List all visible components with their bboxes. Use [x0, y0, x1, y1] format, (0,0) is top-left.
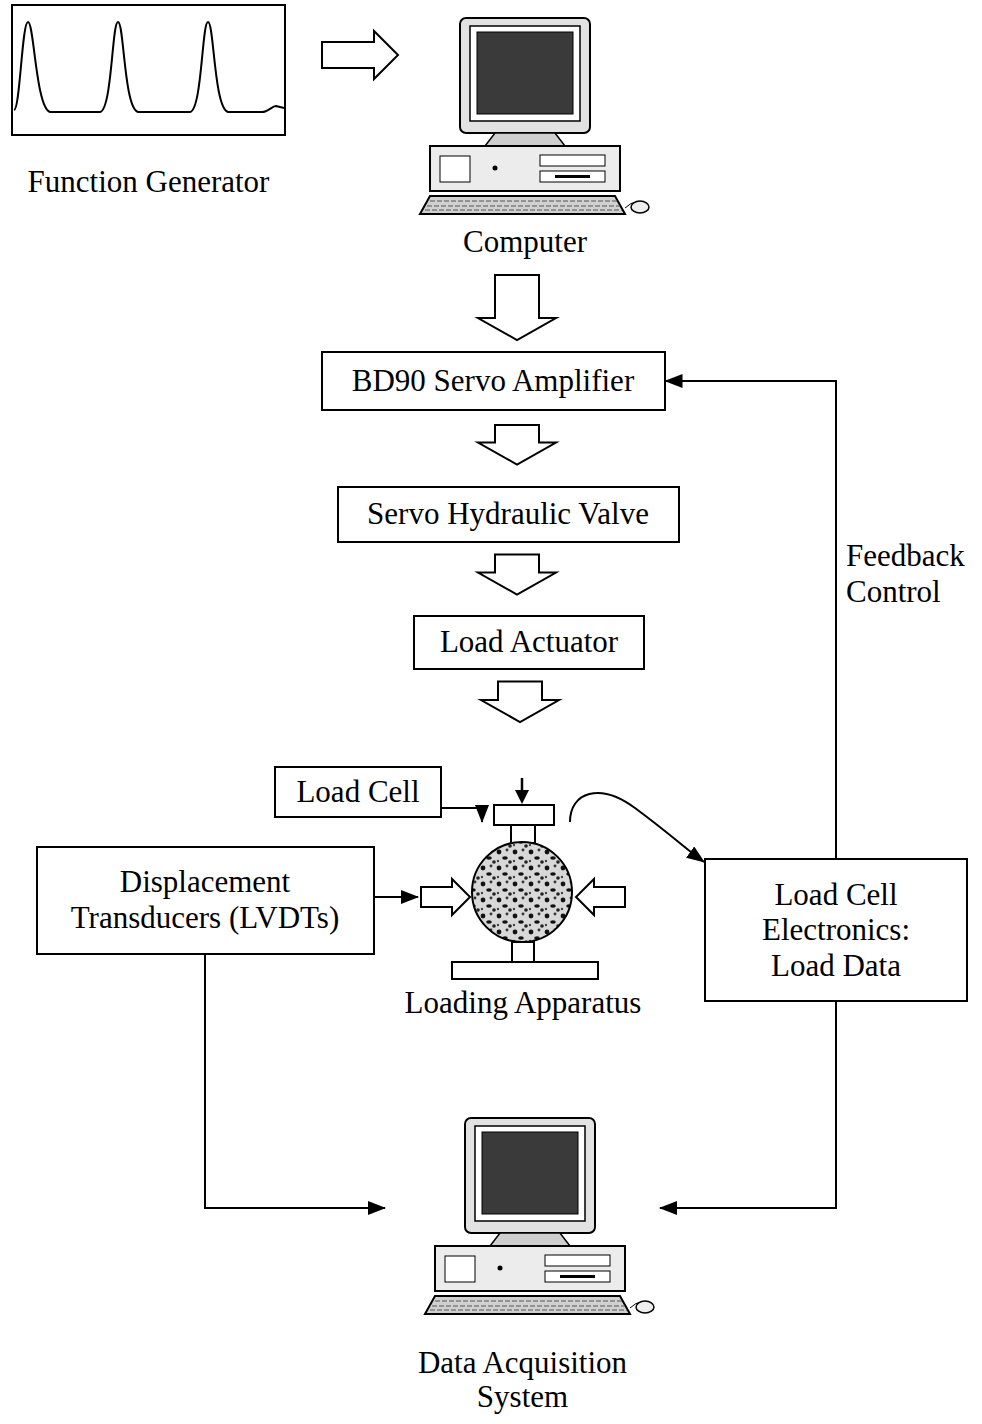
node-label: Loading Apparatus [388, 986, 658, 1020]
function-generator: Function Generator [12, 5, 285, 200]
loading-apparatus: Loading Apparatus [418, 822, 628, 982]
edge-label: Feedback Control [844, 538, 982, 609]
signal-line [660, 1002, 836, 1208]
node-label: Computer [400, 225, 650, 259]
block-arrow [478, 555, 556, 595]
computer: Computer [400, 5, 650, 258]
node-label: Displacement Transducers (LVDTs) [58, 864, 353, 935]
signal-line [375, 896, 419, 898]
block-arrow [478, 425, 556, 465]
node-label: BD90 Servo Amplifier [352, 363, 634, 399]
signal-line [205, 955, 385, 1209]
electronics-box: Load Cell Electronics: Load Data [704, 858, 968, 1002]
sensor-box: Load Cell [274, 766, 442, 818]
node-label: Load Actuator [440, 624, 618, 660]
signal-line [570, 793, 704, 862]
block-arrow [322, 31, 398, 79]
process-box: BD90 Servo Amplifier [321, 351, 666, 411]
node-label: Servo Hydraulic Valve [367, 496, 649, 532]
block-arrow [478, 275, 556, 340]
node-label: Load Cell Electronics: Load Data [736, 877, 936, 984]
node-label: Data Acquisition System [403, 1346, 643, 1414]
signal-line [442, 808, 482, 822]
node-label: Load Cell [296, 774, 419, 810]
process-box: Servo Hydraulic Valve [337, 486, 680, 543]
node-label: Function Generator [12, 165, 285, 199]
block-arrow [481, 682, 559, 723]
process-box: Load Actuator [413, 615, 645, 670]
signal-line [666, 381, 837, 858]
data-acquisition-computer: Data Acquisition System [385, 1110, 660, 1416]
sensor-box: Displacement Transducers (LVDTs) [36, 846, 375, 955]
